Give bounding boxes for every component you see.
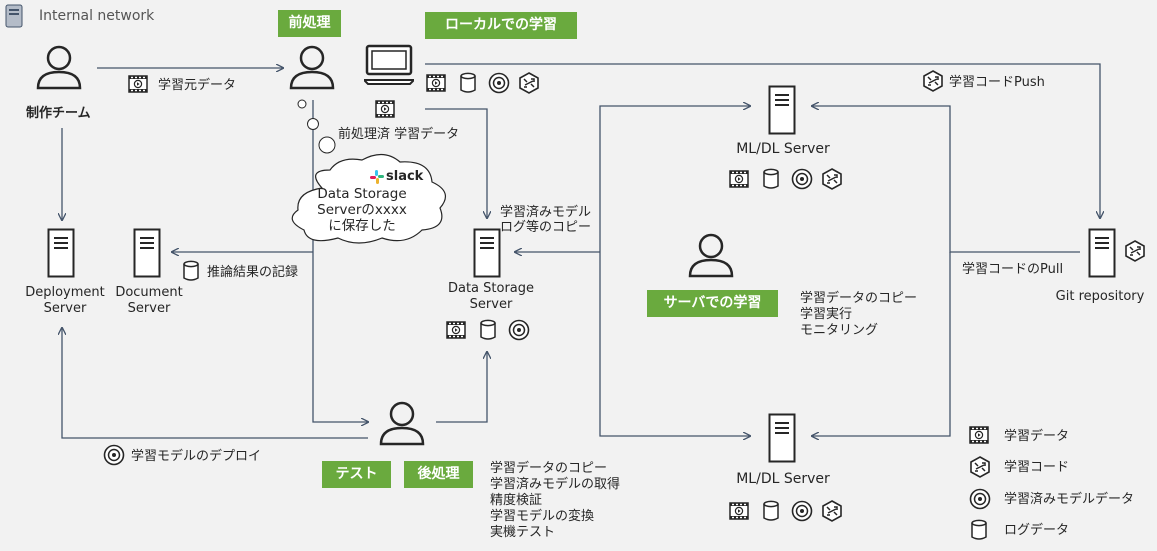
thought-text: Data Storage Serverのxxxx に保存した	[317, 186, 407, 234]
film-data-icon	[128, 74, 148, 98]
film-data-icon	[426, 73, 446, 97]
stage-server-training: サーバでの学習	[647, 290, 778, 317]
legend-code-icon	[969, 456, 991, 482]
cylinder-log-icon	[181, 260, 201, 286]
film-data-icon	[729, 501, 749, 525]
slack-logo-text: slack	[386, 169, 424, 184]
edge-label-code-pull: 学習コードのPull	[962, 262, 1064, 277]
legend-label: ログデータ	[1004, 523, 1070, 538]
team-label: 制作チーム	[26, 106, 91, 121]
laptop-icon	[364, 44, 414, 85]
edge-code-push	[425, 63, 1100, 218]
film-data-icon	[729, 169, 749, 193]
stage-test: テスト	[322, 461, 391, 488]
document-server-icon	[133, 228, 161, 278]
legend-film-data-icon	[969, 425, 989, 449]
cylinder-log-icon	[478, 319, 498, 345]
edge-label-model-deploy: 学習モデルのデプロイ	[131, 449, 262, 464]
document-server-label: Document Server	[115, 285, 183, 316]
legend-label: 学習データ	[1004, 429, 1070, 444]
edge-model-deploy	[62, 328, 368, 439]
stage-postprocess: 後処理	[404, 461, 473, 488]
mldl-server-top-label: ML/DL Server	[736, 141, 830, 157]
code-icon	[922, 70, 944, 96]
edge-code-pull	[812, 106, 1080, 253]
edge-label-model-copy: 学習済みモデル ログ等のコピー	[500, 205, 592, 235]
test-person-icon	[379, 401, 425, 446]
mldl-server-bottom-label: ML/DL Server	[736, 471, 830, 487]
server-tasks-note: 学習データのコピー 学習実行 モニタリング	[800, 291, 918, 338]
edge-storage-mldl-bottom	[599, 252, 750, 436]
data-storage-server-icon	[473, 228, 501, 278]
edge-label-inference-log: 推論結果の記録	[207, 265, 299, 280]
edge-label-preprocessed: 前処理済 学習データ	[338, 127, 460, 142]
model-disc-icon	[488, 72, 510, 98]
cylinder-log-icon	[458, 72, 478, 98]
edge-storage-mldl-top	[599, 106, 750, 252]
network-title: Internal network	[39, 8, 155, 24]
edge-label-source-data: 学習元データ	[158, 78, 237, 93]
model-disc-icon	[791, 500, 813, 526]
film-data-icon	[446, 320, 466, 344]
legend-model-disc-icon	[969, 488, 991, 514]
team-person-icon	[36, 45, 82, 90]
edge-label-code-push: 学習コードPush	[949, 75, 1045, 90]
legend-label: 学習済みモデルデータ	[1004, 492, 1135, 507]
server-person-icon	[688, 233, 734, 278]
legend-cylinder-log-icon	[969, 519, 989, 545]
model-disc-icon	[508, 319, 530, 345]
cylinder-log-icon	[761, 500, 781, 526]
edge-preprocessed	[425, 108, 487, 218]
code-icon	[1124, 240, 1146, 266]
deployment-server-label: Deployment Server	[25, 285, 105, 316]
git-repository-server-icon	[1088, 228, 1116, 278]
stage-preprocess: 前処理	[278, 10, 341, 37]
thought-cloud	[291, 99, 447, 244]
model-disc-icon	[103, 444, 125, 470]
deployment-server-icon	[47, 228, 75, 278]
model-disc-icon	[791, 168, 813, 194]
preprocess-person-icon	[289, 45, 335, 90]
post-tasks-note: 学習データのコピー 学習済みモデルの取得 精度検証 学習モデルの変換 実機テスト	[490, 461, 621, 540]
edge-test-storage	[436, 352, 487, 423]
code-icon	[821, 168, 843, 194]
mldl-server-top-icon	[768, 85, 796, 135]
film-data-icon	[375, 99, 395, 123]
mldl-server-bottom-icon	[768, 413, 796, 463]
legend-label: 学習コード	[1004, 460, 1070, 475]
edge-code-pull-bottom	[812, 252, 951, 436]
slack-logo-icon	[370, 170, 384, 184]
git-repository-label: Git repository	[1055, 289, 1145, 304]
cylinder-log-icon	[761, 168, 781, 194]
stage-local-training: ローカルでの学習	[425, 12, 577, 39]
server-rack-icon	[5, 4, 23, 28]
data-storage-server-label: Data Storage Server	[447, 281, 535, 312]
code-icon	[821, 500, 843, 526]
code-icon	[518, 72, 540, 98]
